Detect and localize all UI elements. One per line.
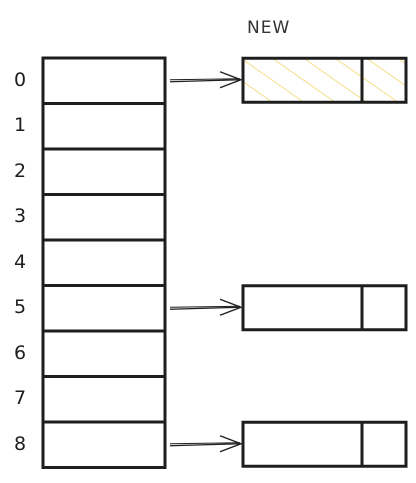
slot-index-label: 7 xyxy=(13,387,27,410)
pointer-arrow-shadow xyxy=(169,442,241,445)
table-slot-2 xyxy=(41,147,167,196)
slot-index-label: 2 xyxy=(13,159,27,182)
pointer-arrow-shadow xyxy=(169,305,241,308)
arrow-head xyxy=(219,71,242,89)
arrow-head xyxy=(219,298,242,316)
linked-node xyxy=(241,420,408,468)
slot-index-label: 0 xyxy=(13,68,27,91)
table-slot-4 xyxy=(41,238,167,287)
slot-index-label: 8 xyxy=(13,432,27,455)
pointer-arrow-5 xyxy=(169,306,241,310)
linked-nodes xyxy=(241,56,408,468)
table-slot-3 xyxy=(41,193,167,242)
slot-index-label: 6 xyxy=(13,341,27,364)
pointer-arrow-8 xyxy=(169,443,241,447)
new-node-label: NEW xyxy=(247,18,291,38)
slot-index-label: 1 xyxy=(13,114,27,137)
table-slot-6 xyxy=(41,329,167,378)
linked-node xyxy=(241,284,408,332)
table-slot-5 xyxy=(41,284,167,333)
pointer-arrow-0 xyxy=(169,79,241,83)
slot-index-label: 4 xyxy=(13,250,27,273)
table-slots xyxy=(41,56,167,469)
table-slot-0 xyxy=(41,56,167,105)
slot-index-label: 5 xyxy=(13,296,27,319)
pointer-arrows xyxy=(169,71,242,453)
pointer-arrow-shadow xyxy=(169,78,241,81)
arrow-head xyxy=(219,435,242,453)
table-slot-8 xyxy=(41,420,167,469)
new-node xyxy=(241,56,408,104)
slot-index-label: 3 xyxy=(13,205,27,228)
new-node-hatch xyxy=(243,58,406,103)
table-slot-1 xyxy=(41,102,167,151)
table-slot-7 xyxy=(41,375,167,424)
